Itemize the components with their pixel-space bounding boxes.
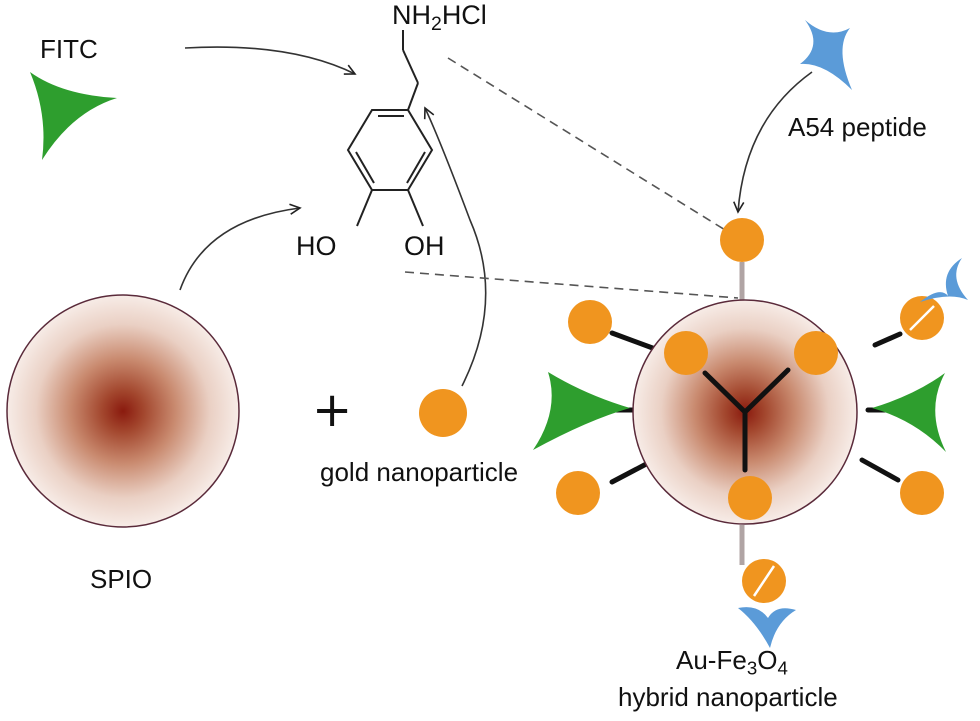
- arrow-peptide-to-hybrid: [733, 71, 813, 214]
- fitc-dye-icon: [30, 72, 117, 160]
- a54-peptide-icon: [800, 20, 852, 90]
- hybrid-nanoparticle-label: hybrid nanoparticle: [618, 682, 838, 712]
- hybrid-formula-sub2: 4: [777, 657, 788, 679]
- dopamine-structure: [346, 30, 434, 227]
- gold-nanoparticle-icon: [419, 389, 467, 437]
- dashed-link-bottom: [404, 271, 739, 299]
- ho-label: HO: [296, 231, 337, 261]
- a54-peptide-label: A54 peptide: [788, 112, 927, 142]
- spio-particle: [6, 294, 240, 528]
- amine-group-label: NH2HCl: [392, 0, 487, 34]
- fitc-label: FITC: [40, 34, 98, 64]
- arrow-fitc-to-dopamine: [184, 46, 357, 75]
- plus-sign: +: [312, 382, 353, 438]
- spio-label: SPIO: [90, 564, 153, 594]
- hybrid-nanoparticle: [533, 218, 968, 648]
- arrow-spio-to-dopamine: [179, 203, 302, 291]
- oh-label: OH: [404, 231, 445, 261]
- amine-prefix: NH: [392, 0, 431, 30]
- gold-nanoparticle-label: gold nanoparticle: [320, 457, 519, 487]
- hybrid-formula-b: O: [757, 645, 778, 675]
- hybrid-formula-a: Au-Fe: [676, 645, 747, 675]
- dashed-link-top: [447, 57, 739, 239]
- hybrid-formula-label: Au-Fe3O4: [676, 645, 788, 677]
- amine-suffix: HCl: [441, 0, 487, 30]
- amine-subscript: 2: [431, 12, 442, 35]
- hybrid-formula-sub1: 3: [746, 657, 758, 679]
- arrow-gold-to-dopamine: [423, 106, 487, 387]
